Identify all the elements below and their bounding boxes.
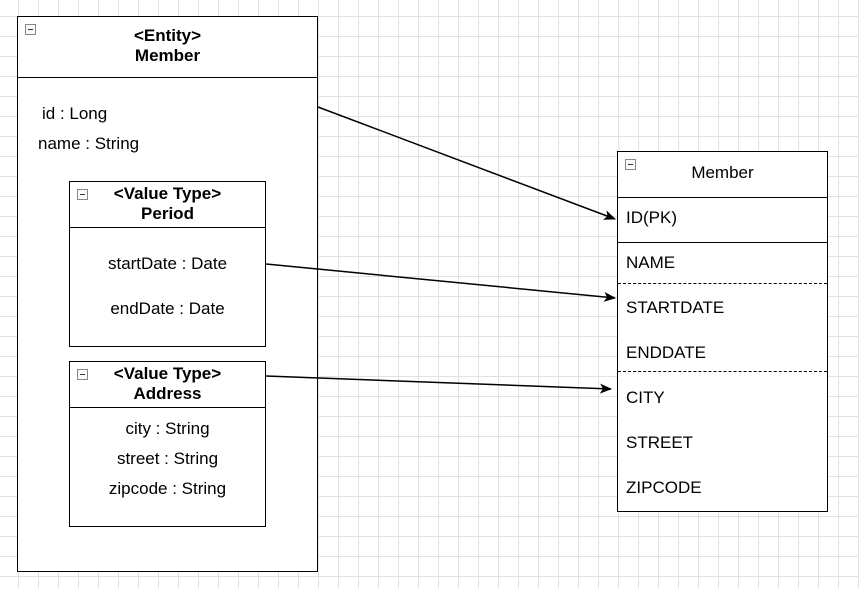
address-header: <Value Type> Address <box>70 362 265 408</box>
arrow-address-to-city <box>265 375 612 394</box>
period-header: <Value Type> Period <box>70 182 265 228</box>
entity-name: Member <box>134 46 201 65</box>
period-box[interactable]: <Value Type> Period startDate : Date end… <box>69 181 266 347</box>
table-column-city: CITY <box>626 388 665 407</box>
address-box[interactable]: <Value Type> Address city : String stree… <box>69 361 266 527</box>
entity-field-id: id : Long <box>42 104 108 123</box>
pk-divider <box>618 242 827 243</box>
entity-field-name: name : String <box>38 134 140 153</box>
table-member-box[interactable]: Member ID(PK) NAME STARTDATE ENDDATE CIT… <box>617 151 828 512</box>
collapse-icon[interactable] <box>77 189 88 200</box>
entity-member-header: <Entity> Member <box>18 17 317 78</box>
address-stereotype: <Value Type> <box>113 364 222 383</box>
address-field-zipcode: zipcode : String <box>108 479 227 498</box>
table-column-enddate: ENDDATE <box>626 343 706 362</box>
arrow-period-to-startdate <box>265 263 616 302</box>
table-name: Member <box>691 163 754 182</box>
table-column-id: ID(PK) <box>626 208 677 227</box>
table-column-zipcode: ZIPCODE <box>626 478 702 497</box>
period-field-enddate: endDate : Date <box>110 299 225 318</box>
table-column-startdate: STARTDATE <box>626 298 725 317</box>
period-field-startdate: startDate : Date <box>107 254 228 273</box>
group-divider-period <box>618 283 827 284</box>
address-field-street: street : String <box>116 449 219 468</box>
address-name: Address <box>133 384 202 403</box>
collapse-icon[interactable] <box>25 24 36 35</box>
arrow-entity-to-id <box>317 106 616 220</box>
collapse-icon[interactable] <box>77 369 88 380</box>
group-divider-address <box>618 371 827 372</box>
entity-stereotype: <Entity> <box>133 26 202 45</box>
collapse-icon[interactable] <box>625 159 636 170</box>
address-field-city: city : String <box>125 419 210 438</box>
table-column-street: STREET <box>626 433 694 452</box>
period-name: Period <box>141 204 194 223</box>
table-member-header: Member <box>618 152 827 198</box>
table-column-name: NAME <box>626 253 676 272</box>
period-stereotype: <Value Type> <box>113 184 222 203</box>
